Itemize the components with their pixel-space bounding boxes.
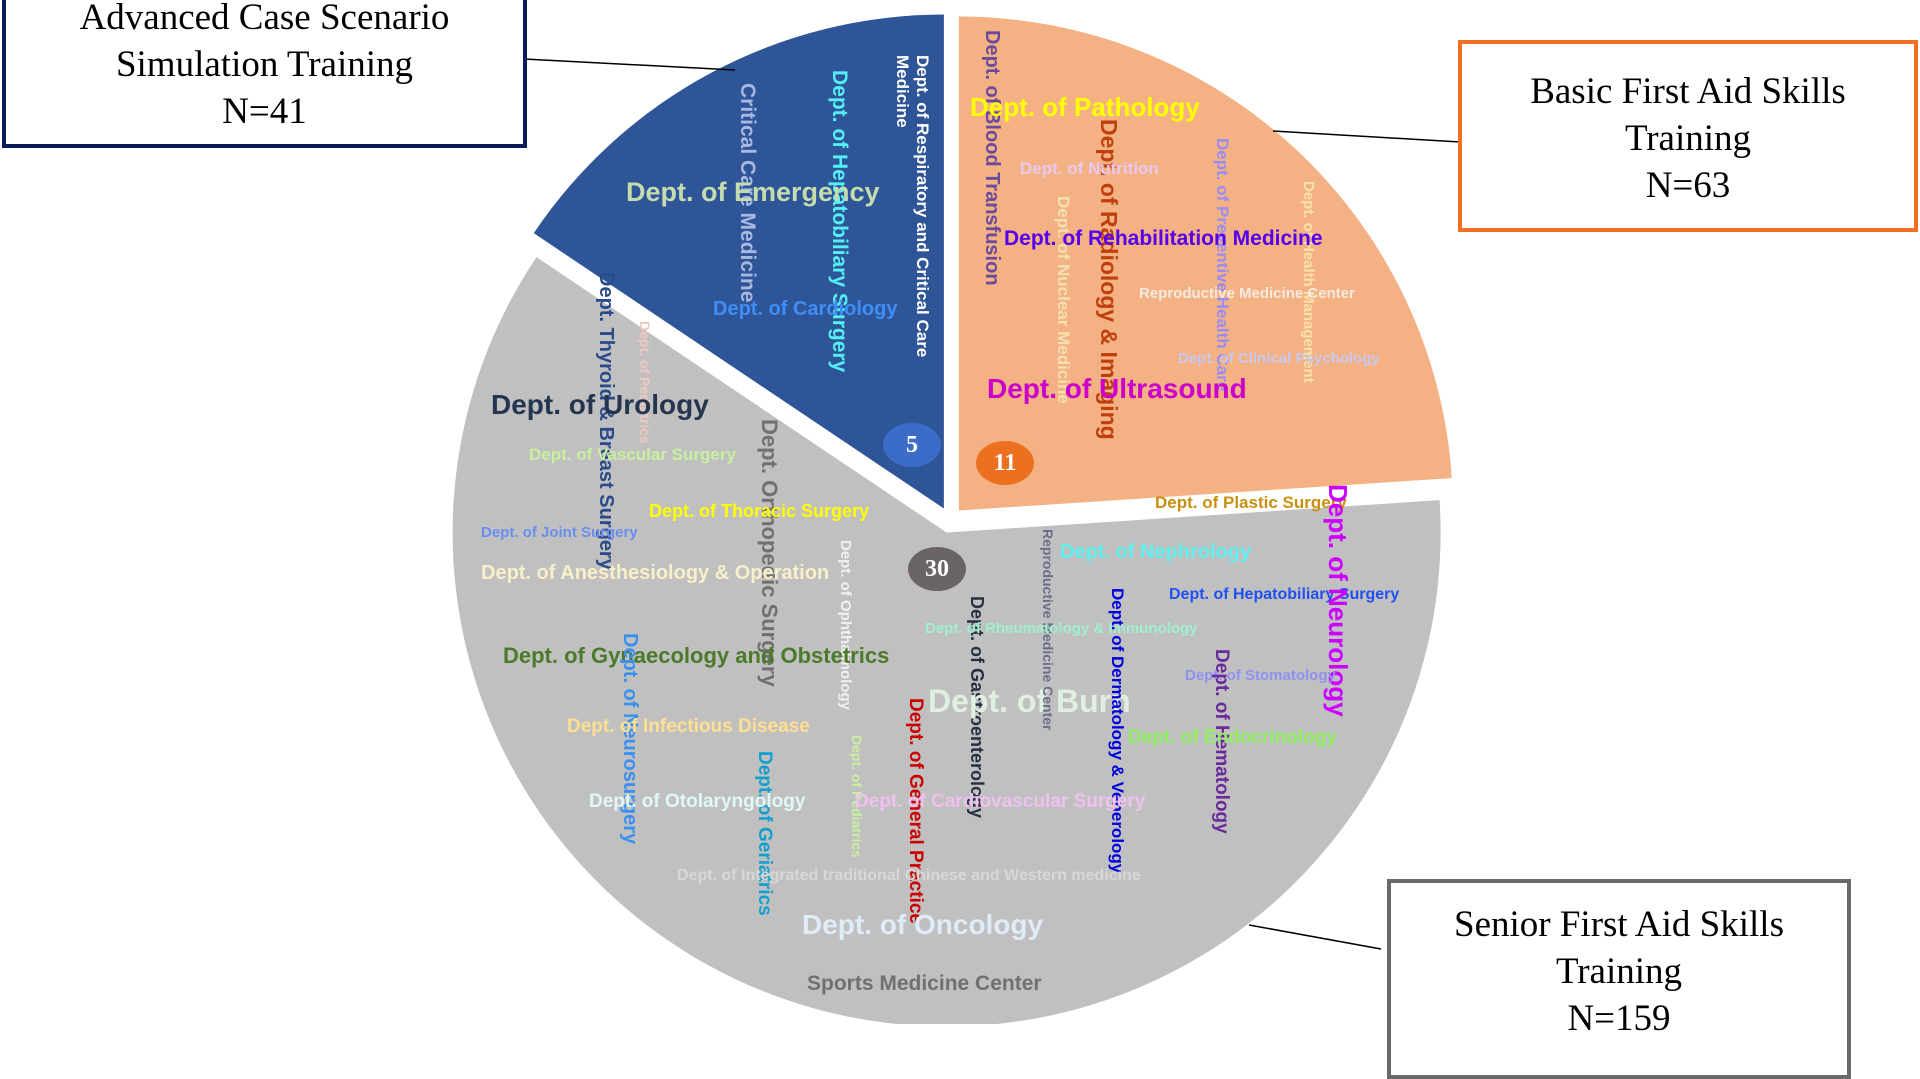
dept-label: Dept. of Vascular Surgery — [529, 445, 736, 464]
dept-label: Dept. of Infectious Disease — [567, 716, 810, 737]
dept-label: Dept. of Nutrition — [1020, 159, 1159, 178]
dept-label: Dept. of Gastroenterology — [967, 596, 987, 819]
dept-label: Dept. of Stomatology — [1185, 667, 1336, 684]
dept-label: Dept. of Pediatrics — [849, 735, 865, 858]
count-badge-senior: 30 — [908, 547, 966, 591]
dept-label: Dept. of Hepatobiliary Surgery — [828, 70, 851, 373]
dept-label: Dept. of Emergency — [626, 177, 880, 207]
dept-label: Dept. of Hepatobiliary Surgery — [1169, 586, 1400, 603]
dept-label: Dept. of Rheumatology & Immunology — [925, 620, 1198, 637]
leader-line-advanced — [523, 58, 736, 71]
dept-label: Dept. of Gynaecology and Obstetrics — [503, 643, 890, 668]
leader-line-senior — [1248, 924, 1382, 950]
pie-chart — [452, 14, 1461, 1024]
dept-label: Dept. of General Practice — [905, 698, 926, 924]
dept-label: Dept. of Ultrasound — [987, 373, 1247, 404]
dept-label: Dept. of Joint Surgery — [481, 524, 638, 541]
dept-label: Dept. of Clinical Psychology — [1178, 350, 1380, 367]
dept-label: Dept. of Neurosurgery — [619, 633, 641, 845]
dept-label: Dept. Orthopedic Surgery — [757, 419, 782, 687]
callout-n: N=41 — [222, 91, 307, 132]
count-badge-basic: 11 — [976, 441, 1034, 485]
leader-line-basic — [1272, 130, 1461, 143]
dept-label: Reproductive Medicine Center — [1040, 529, 1056, 731]
callout-line: Training — [1555, 951, 1683, 992]
dept-label: Dept. of Pediatrics — [637, 321, 653, 444]
dept-label: Dept. of Radiology & Imaging — [1096, 119, 1122, 440]
callout-line: Advanced Case Scenario — [79, 0, 450, 38]
dept-label: Dept. of Dermatology & Venerology — [1108, 588, 1127, 874]
callout-basic: Basic First Aid Skills Training N=63 — [1458, 40, 1918, 232]
callout-senior: Senior First Aid Skills Training N=159 — [1387, 879, 1851, 1079]
dept-label: Dept. of Plastic Surgery — [1155, 493, 1347, 512]
dept-label: Dept. of Hematology — [1211, 649, 1232, 834]
callout-line: Basic First Aid Skills — [1530, 71, 1846, 112]
dept-label: Dept. of Neurology — [1323, 484, 1353, 717]
callout-line: Training — [1624, 118, 1752, 159]
dept-label: Dept. of Blood Transfusion — [981, 30, 1003, 286]
dept-label: Dept. of Oncology — [802, 909, 1044, 940]
dept-label: Dept. of Cardiology — [713, 298, 898, 320]
callout-line: Senior First Aid Skills — [1454, 904, 1784, 945]
dept-label: Dept. of Otolaryngology — [589, 791, 806, 812]
dept-label: Critical Care Medicine — [736, 83, 759, 303]
dept-label: Dept. of Pathology — [970, 92, 1200, 122]
dept-label: Dept. of Ophthalmology — [837, 540, 854, 710]
slice-advanced — [533, 14, 944, 509]
dept-label: Dept. of Urology — [491, 389, 709, 420]
dept-label: Dept. of Geriatrics — [754, 751, 775, 916]
dept-label: Dept. of Endocrinology — [1128, 727, 1337, 748]
dept-label: Dept. of Respiratory and Critical Care M… — [893, 55, 932, 358]
dept-label: Dept. of Health Management — [1300, 181, 1317, 383]
callout-n: N=159 — [1567, 998, 1671, 1039]
callout-advanced: Advanced Case Scenario Simulation Traini… — [2, 0, 527, 148]
callout-n: N=63 — [1645, 165, 1731, 206]
slice-senior — [452, 257, 1441, 1024]
slice-basic — [958, 16, 1452, 511]
dept-label: Dept. of Thoracic Surgery — [649, 501, 870, 521]
callout-line: Simulation Training — [115, 44, 414, 85]
dept-label: Dept. of Nuclear Medicine — [1054, 196, 1073, 404]
dept-label: Dept. Thyroid & Breast Surgery — [595, 272, 617, 570]
dept-label: Dept. of Anesthesiology & Operation — [481, 562, 830, 584]
dept-label: Dept. of Rehabilitation Medicine — [1004, 227, 1323, 250]
dept-label: Dept. of Cardiovascular Surgery — [855, 791, 1146, 812]
dept-label: Dept. of Preventive Health Care — [1213, 138, 1232, 392]
dept-label: Dept. of Burn — [928, 683, 1131, 719]
count-badge-advanced: 5 — [883, 423, 941, 467]
dept-label: Sports Medicine Center — [807, 972, 1042, 995]
dept-label: Dept. of Integrated traditional Chinese … — [677, 867, 1141, 884]
dept-label: Reproductive Medicine Center — [1139, 285, 1355, 302]
dept-label: Dept. of Nephrology — [1060, 541, 1252, 563]
